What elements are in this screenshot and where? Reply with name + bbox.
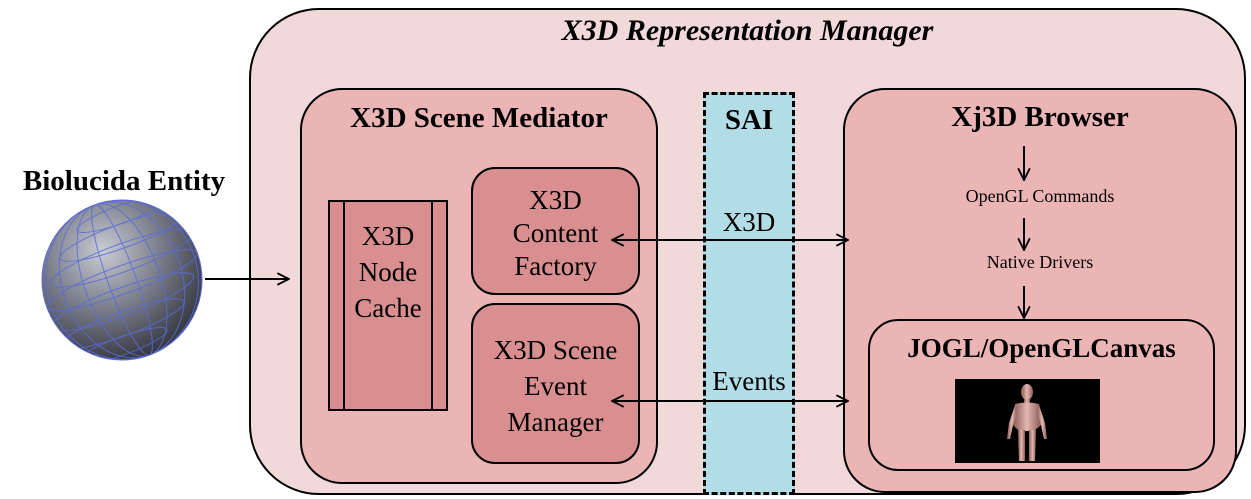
scene-mediator-title: X3D Scene Mediator [350,102,608,134]
node-cache-divider-right [431,200,433,411]
xj3d-browser-title: Xj3D Browser [951,101,1129,133]
mesh-sphere-icon [41,199,203,361]
content-factory-label: X3D Content Factory [512,185,599,281]
representation-manager-title: X3D Representation Manager [561,14,934,47]
events-flow-label: Events [712,366,786,396]
biolucida-entity-label: Biolucida Entity [22,165,226,197]
node-cache-divider-left [343,200,345,411]
x3d-flow-label: X3D [722,207,776,237]
scene-event-manager-box [471,303,640,464]
native-drivers-label: Native Drivers [986,252,1094,272]
render-preview [955,379,1100,463]
node-cache-label: X3D Node Cache [354,221,422,323]
node-cache-box [328,200,448,411]
opengl-canvas-title: JOGL/OpenGLCanvas [907,333,1176,363]
sai-layer [703,92,795,495]
sai-title: SAI [724,104,774,136]
scene-event-manager-label: X3D Scene Event Manager [493,335,618,437]
opengl-commands-label: OpenGL Commands [965,186,1115,206]
human-figure-icon [1007,384,1047,461]
content-factory-box [471,167,640,295]
